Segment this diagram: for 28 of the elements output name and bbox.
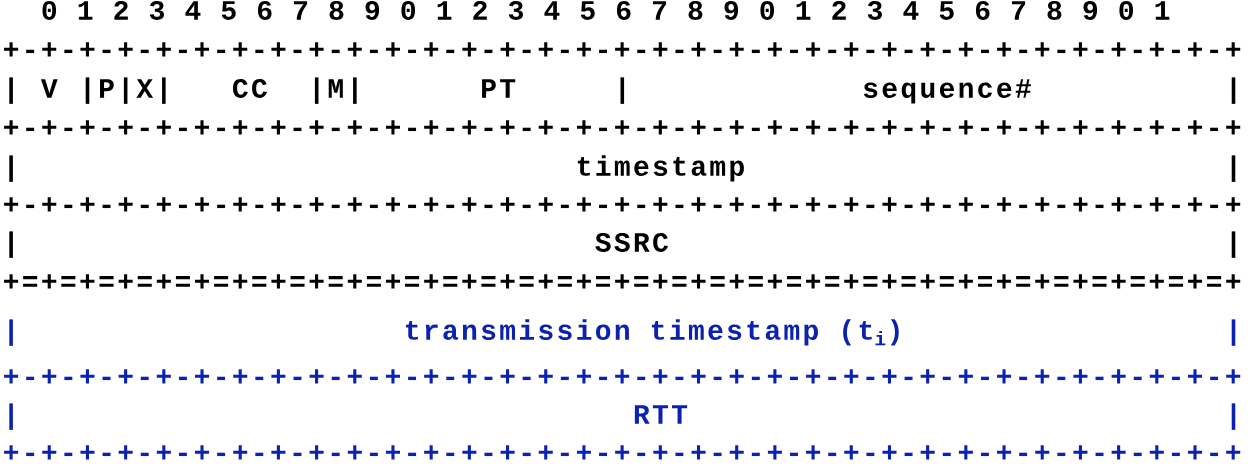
separator-line: +=+=+=+=+=+=+=+=+=+=+=+=+=+=+=+=+=+=+=+=+=+=+=+=+=+=+=+=+=+=+=+=+ bbox=[4, 274, 1241, 289]
field-name: timestamp bbox=[577, 155, 744, 182]
field-divider: | bbox=[620, 77, 625, 104]
field-divider: | bbox=[9, 77, 13, 104]
field-name: sequence# bbox=[863, 79, 1031, 104]
separator-line: +-+-+-+-+-+-+-+-+-+-+-+-+-+-+-+-+-+-+-+-+-+-+-+-+-+-+-+-+-+-+-+-+ bbox=[4, 42, 1241, 57]
field-name: |M| bbox=[314, 77, 357, 104]
field-divider: | bbox=[1231, 403, 1236, 430]
field-divider: | bbox=[1231, 77, 1236, 104]
field-name: V bbox=[40, 79, 58, 98]
field-divider: | bbox=[1231, 319, 1236, 346]
field-name: CC bbox=[233, 78, 267, 98]
field-name: |P|X| bbox=[85, 77, 166, 104]
field-divider: | bbox=[1231, 155, 1236, 182]
separator-line: +-+-+-+-+-+-+-+-+-+-+-+-+-+-+-+-+-+-+-+-+-+-+-+-+-+-+-+-+-+-+-+-+ bbox=[4, 445, 1241, 460]
separator-line: +-+-+-+-+-+-+-+-+-+-+-+-+-+-+-+-+-+-+-+-+-+-+-+-+-+-+-+-+-+-+-+-+ bbox=[4, 197, 1241, 212]
separator-line: +-+-+-+-+-+-+-+-+-+-+-+-+-+-+-+-+-+-+-+-+-+-+-+-+-+-+-+-+-+-+-+-+ bbox=[4, 120, 1241, 135]
field-divider: | bbox=[9, 403, 13, 430]
field-name: SSRC bbox=[595, 232, 669, 252]
field-divider: | bbox=[1231, 231, 1236, 258]
field-name: RTT bbox=[634, 405, 688, 424]
field-name: transmission timestamp (t$_{i}$) bbox=[406, 319, 899, 346]
field-divider: | bbox=[9, 155, 13, 182]
field-divider: | bbox=[9, 319, 13, 346]
field-divider: | bbox=[9, 231, 13, 258]
bit-numbers: 0 1 2 3 4 5 6 7 8 9 0 1 2 3 4 5 6 7 8 9 0 1 2 3 4 5 6 7 8 9 0 1 bbox=[42, 0, 1170, 20]
separator-line: +-+-+-+-+-+-+-+-+-+-+-+-+-+-+-+-+-+-+-+-+-+-+-+-+-+-+-+-+-+-+-+-+ bbox=[4, 369, 1241, 384]
field-name: PT bbox=[482, 79, 516, 98]
